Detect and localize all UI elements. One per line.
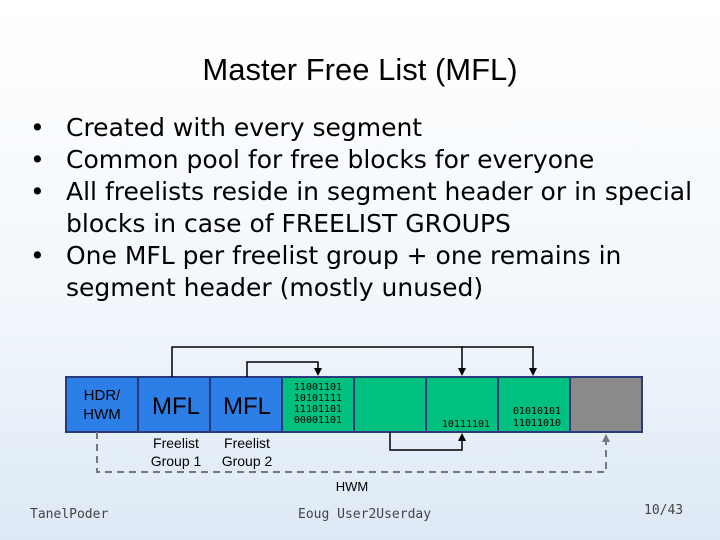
freelist-group-1-line1: Freelist <box>153 435 199 451</box>
footer-page-number: 10/43 <box>644 503 684 518</box>
data-block-a <box>281 376 355 433</box>
slide-title: Master Free List (MFL) <box>202 52 518 87</box>
bullet-item: • Created with every segment <box>26 112 706 144</box>
bullet-dot: • <box>30 177 45 206</box>
hwm-label: HWM <box>336 479 369 494</box>
mfl-label-1: MFL <box>152 393 200 420</box>
chain-arrow-mfl1-to-block-b <box>171 346 466 377</box>
block-b-bits: 10111101 <box>442 419 490 430</box>
footer-event: Eoug User2Userday <box>298 507 432 522</box>
freelist-group-2-line2: Group 2 <box>222 453 273 469</box>
data-block-empty <box>353 376 427 433</box>
freelist-group-1-block <box>137 376 211 433</box>
chain-arrow-block-a-to-b <box>389 432 466 451</box>
block-a-bits-4: 00001101 <box>294 415 342 426</box>
freelist-group-2-line1: Freelist <box>224 435 270 451</box>
header-label-line1: HDR/ <box>84 387 121 404</box>
chain-arrow-block-b-to-c <box>462 346 537 376</box>
data-block-b <box>425 376 499 433</box>
bullet-dot: • <box>30 241 45 270</box>
bullet-text: Common pool for free blocks for everyone <box>66 145 595 174</box>
mfl-label-2: MFL <box>223 393 271 420</box>
block-c-bits-2: 11011010 <box>513 418 561 429</box>
block-a-bits-3: 11101101 <box>294 404 342 415</box>
bullet-text: Created with every segment <box>66 113 423 142</box>
block-c-bits-1: 01010101 <box>513 406 561 417</box>
bullet-text: One MFL per freelist group + one remains… <box>66 241 622 302</box>
header-block <box>65 376 139 433</box>
bullet-dot: • <box>30 113 45 142</box>
freelist-group-1-line2: Group 1 <box>151 453 202 469</box>
hwm-dashed-arrow <box>96 432 610 473</box>
data-block-c <box>497 376 571 433</box>
bullet-item: • One MFL per freelist group + one remain… <box>26 240 706 304</box>
bullet-text: All freelists reside in segment header o… <box>66 177 693 238</box>
block-a-bits-1: 11001101 <box>294 382 342 393</box>
bullet-item: • Common pool for free blocks for everyon… <box>26 144 706 176</box>
bullet-list: • Created with every segment • Common pool… <box>26 112 706 304</box>
header-label-line2: HWM <box>83 406 121 423</box>
chain-arrow-mfl2-to-block-a <box>246 361 322 377</box>
freelist-group-2-block <box>209 376 283 433</box>
bullet-dot: • <box>30 145 45 174</box>
unused-block <box>569 376 643 433</box>
footer-author: TanelPoder <box>30 507 109 522</box>
bullet-item: • All freelists reside in segment header … <box>26 176 706 240</box>
block-a-bits-2: 10101111 <box>294 393 342 404</box>
